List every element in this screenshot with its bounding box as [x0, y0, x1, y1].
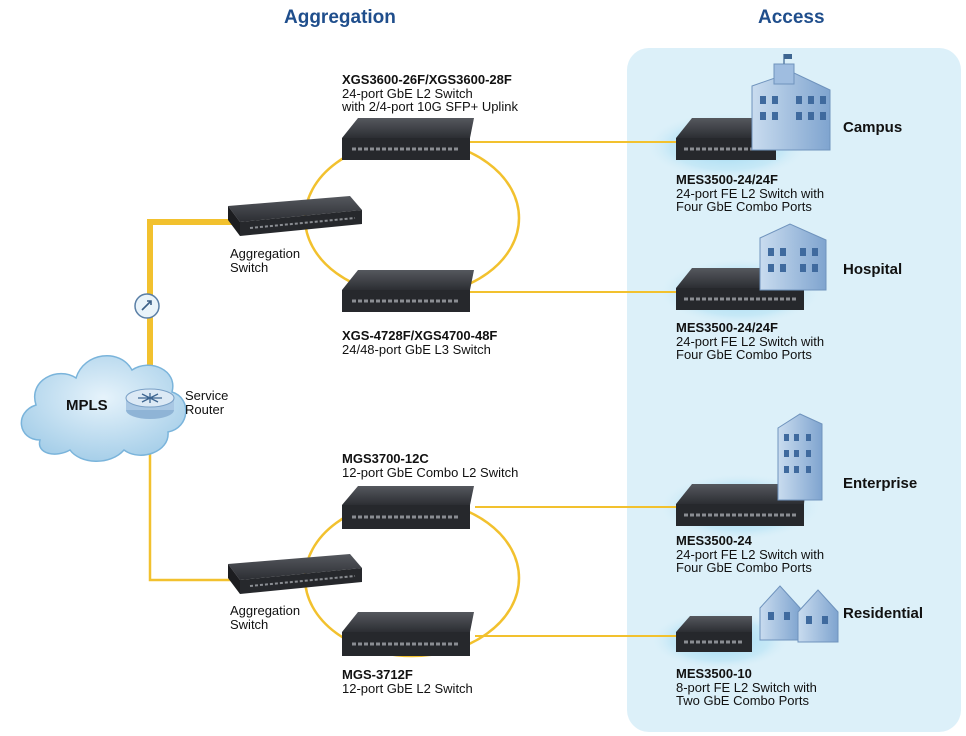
enterprise-switch-icon [676, 484, 806, 526]
xgs3600-label: XGS3600-26F/XGS3600-28F 24-port GbE L2 S… [342, 72, 518, 115]
hospital-switch-label: MES3500-24/24F 24-port FE L2 Switch with… [676, 320, 825, 363]
mpls-cloud [20, 355, 187, 462]
xgs4728f-label: XGS-4728F/XGS4700-48F 24/48-port GbE L3 … [342, 328, 498, 357]
mgs3700-switch-icon [342, 486, 474, 529]
residential-switch-icon [676, 616, 752, 652]
site-hospital: Hospital [843, 261, 903, 278]
link-router-top-agg [147, 219, 232, 395]
xgs4728f-switch-icon [342, 270, 474, 312]
mgs3700-label: MGS3700-12C 12-port GbE Combo L2 Switch [342, 451, 519, 480]
hospital-building-icon [759, 223, 827, 291]
aggregation-header: Aggregation [284, 7, 396, 28]
campus-building-icon [751, 54, 831, 151]
site-enterprise: Enterprise [843, 475, 918, 492]
aggregation-switch-top-icon [228, 196, 362, 236]
enterprise-building-icon [777, 413, 823, 501]
site-campus: Campus [843, 119, 903, 136]
mpls-label: MPLS [66, 397, 108, 414]
campus-switch-label: MES3500-24/24F 24-port FE L2 Switch with… [676, 172, 825, 215]
enterprise-switch-label: MES3500-24 24-port FE L2 Switch with Fou… [676, 533, 825, 576]
access-panel [627, 48, 961, 732]
aggregation-switch-bottom-icon [228, 554, 362, 594]
xgs3600-switch-icon [342, 118, 474, 160]
residential-houses-icon [759, 585, 839, 643]
mgs3712f-switch-icon [342, 612, 474, 656]
site-residential: Residential [843, 605, 924, 622]
residential-switch-label: MES3500-10 8-port FE L2 Switch with Two … [676, 666, 817, 709]
link-router-bottom-agg [148, 410, 232, 582]
mgs3712f-label: MGS-3712F 12-port GbE L2 Switch [342, 667, 473, 696]
uplink-node-icon [134, 293, 160, 319]
access-header: Access [758, 7, 825, 28]
service-router-icon [125, 388, 175, 419]
